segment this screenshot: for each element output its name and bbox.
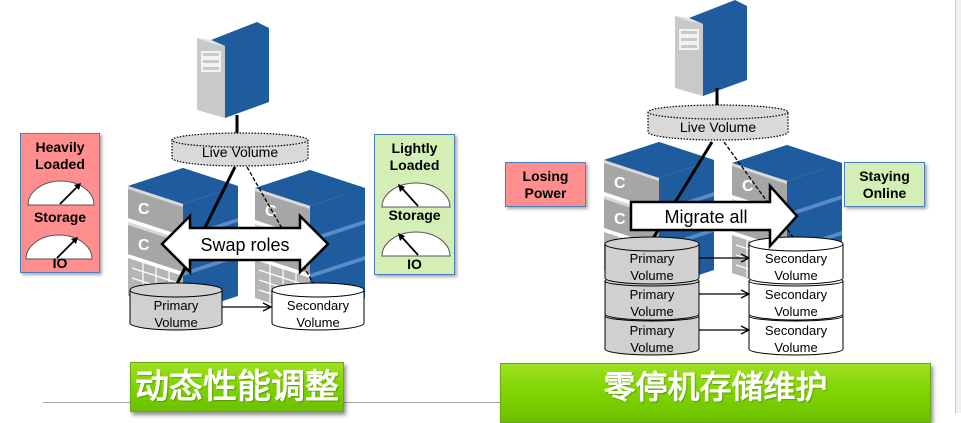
heavily-loaded-panel: Heavily Loaded Storage IO — [20, 133, 100, 273]
secondary-volume-3-line2: Volume — [774, 340, 817, 355]
heavily-loaded-title-line1: Heavily — [35, 139, 85, 155]
storage-gauge-icon-high — [27, 180, 95, 206]
standby-path-line-right — [723, 141, 796, 241]
slide-canvas: C C Live Volume Swap roles — [20, 0, 961, 423]
storage-gauge-label-low: Storage — [388, 207, 441, 223]
migrate-all-arrow: Migrate all — [629, 182, 799, 250]
secondary-volume-label-line2: Volume — [296, 315, 339, 330]
staying-online-panel: Staying Online — [844, 162, 925, 207]
staying-online-line2: Online — [862, 185, 907, 201]
io-gauge-icon-high — [25, 234, 93, 260]
primary-volume-left: Primary Volume — [129, 282, 223, 331]
secondary-volume-3-line1: Secondary — [765, 323, 828, 338]
lightly-loaded-title-line2: Loaded — [389, 157, 440, 173]
secondary-volume-2-line2: Volume — [774, 304, 817, 319]
host-server-icon — [196, 21, 270, 119]
staying-online-line1: Staying — [859, 168, 910, 184]
primary-volume-label-line2: Volume — [154, 315, 197, 330]
secondary-volume-left: Secondary Volume — [271, 282, 365, 331]
secondary-volume-1-line2: Volume — [774, 268, 817, 283]
banner-zero-downtime-maintenance: 零停机存储维护 — [500, 363, 931, 423]
io-gauge-label: IO — [52, 255, 68, 271]
swap-roles-label: Swap roles — [200, 235, 289, 255]
losing-power-line2: Power — [524, 185, 567, 201]
host-server-icon-right — [674, 0, 748, 97]
primary-volume-3-line1: Primary — [630, 323, 675, 338]
primary-volume-2-line2: Volume — [630, 304, 673, 319]
diagram-svg: C C Live Volume Swap roles — [127, 0, 844, 356]
primary-volume-3-line2: Volume — [630, 340, 673, 355]
primary-volume-1-line2: Volume — [630, 268, 673, 283]
primary-volume-2-line1: Primary — [630, 287, 675, 302]
live-volume-right: Live Volume — [647, 104, 789, 141]
secondary-volume-2-line1: Secondary — [765, 287, 828, 302]
io-gauge-label-low: IO — [407, 256, 422, 272]
storage-gauge-icon-low — [381, 182, 451, 208]
live-volume-label-right: Live Volume — [680, 119, 756, 135]
secondary-volume-1-line1: Secondary — [765, 251, 828, 266]
swap-roles-arrow: Swap roles — [160, 212, 330, 276]
scrollbar-track[interactable] — [955, 0, 961, 413]
live-volume-left: Live Volume — [171, 132, 309, 167]
lightly-loaded-title-line1: Lightly — [391, 140, 438, 156]
live-volume-label: Live Volume — [202, 144, 278, 160]
storage-gauge-label: Storage — [33, 209, 87, 225]
losing-power-line1: Losing — [522, 168, 569, 184]
losing-power-panel: Losing Power — [505, 162, 586, 207]
secondary-volume-stack: Secondary Volume Secondary Volume Second… — [748, 236, 844, 356]
migrate-all-label: Migrate all — [664, 207, 747, 227]
secondary-volume-label-line1: Secondary — [287, 298, 350, 313]
primary-volume-label-line1: Primary — [154, 298, 199, 313]
lightly-loaded-panel: Lightly Loaded Storage IO — [374, 134, 455, 275]
heavily-loaded-title-line2: Loaded — [35, 156, 85, 172]
banner-dynamic-performance: 动态性能调整 — [130, 362, 344, 412]
io-gauge-icon-low — [381, 231, 451, 257]
primary-volume-stack: Primary Volume Primary Volume Primary Vo… — [604, 236, 700, 356]
primary-volume-1-line1: Primary — [630, 251, 675, 266]
